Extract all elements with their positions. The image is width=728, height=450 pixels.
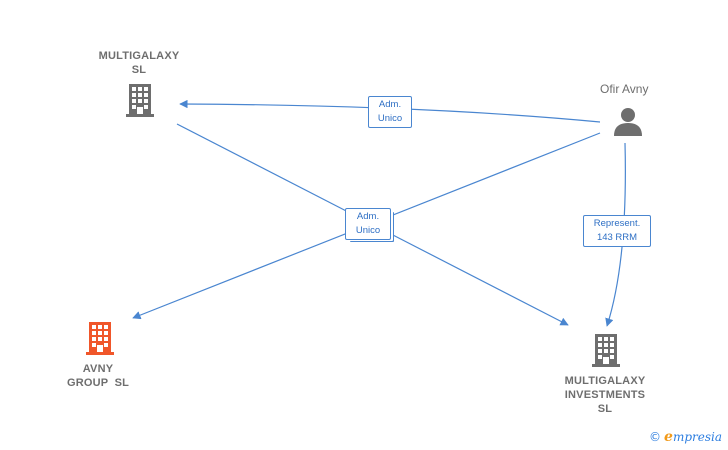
node-label-ofir-avny[interactable]: Ofir Avny <box>600 82 649 96</box>
node-label-multigalaxy-investments[interactable]: MULTIGALAXY INVESTMENTS SL <box>564 375 646 415</box>
brand-name: mpresia <box>672 430 722 444</box>
copyright-symbol: © <box>649 430 662 444</box>
brand-logo[interactable]: ©empresia <box>649 429 722 445</box>
node-label-multigalaxy-sl[interactable]: MULTIGALAXY SL <box>98 50 180 76</box>
building-icon[interactable] <box>592 334 620 367</box>
building-icon[interactable] <box>126 84 154 117</box>
building-icon[interactable] <box>86 322 114 355</box>
person-icon[interactable] <box>614 108 642 136</box>
edge-label-represent[interactable]: Represent. 143 RRM <box>583 215 651 247</box>
edge-label-adm-unico-center[interactable]: Adm. Unico <box>345 208 391 240</box>
edge-label-adm-unico-top[interactable]: Adm. Unico <box>368 96 412 128</box>
node-label-avny-group[interactable]: AVNY GROUP SL <box>66 363 130 389</box>
brand-initial: e <box>664 429 673 445</box>
edge-ofir-to-investments <box>605 142 626 327</box>
